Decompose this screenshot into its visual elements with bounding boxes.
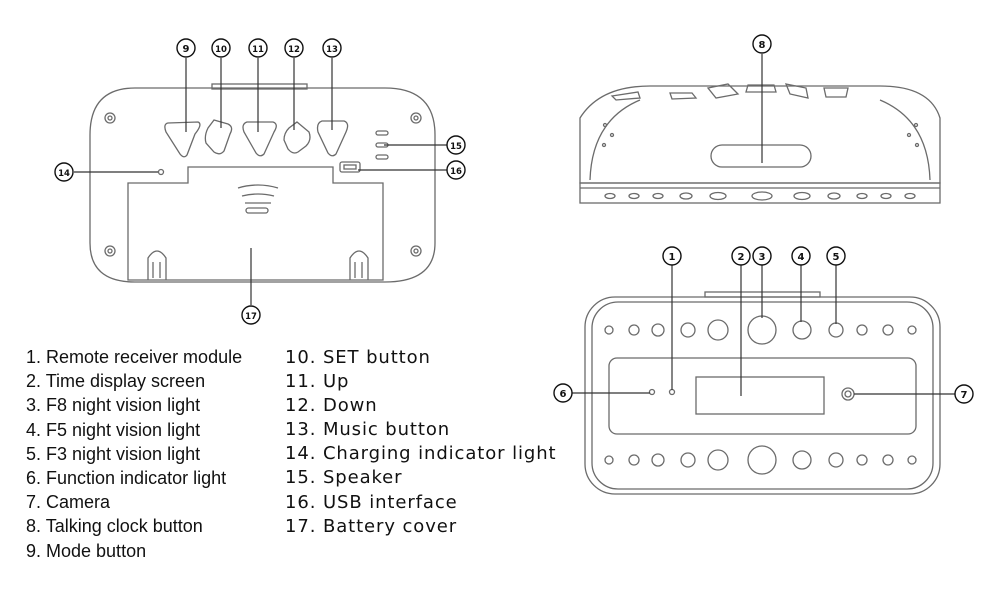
foot-right <box>349 250 369 280</box>
callout-1 <box>662 246 682 266</box>
legend-item: 5. F3 night vision light <box>26 443 201 464</box>
callout-6 <box>553 383 573 403</box>
mode-button-shape <box>164 121 201 158</box>
callout-12 <box>284 38 304 58</box>
bottom-light-row <box>604 445 917 475</box>
callout-10 <box>211 38 231 58</box>
music-button-shape <box>316 120 349 157</box>
band-holes <box>604 191 916 201</box>
callout-label-14: 14 <box>58 169 70 179</box>
legend-item: 7. Camera <box>26 492 111 513</box>
callout-label-12: 12 <box>288 45 300 55</box>
speaker-dots <box>601 122 920 148</box>
display-panel <box>608 357 917 435</box>
callout-label-7: 7 <box>961 390 968 401</box>
top-buttons <box>610 83 849 101</box>
back-view <box>89 83 436 283</box>
callout-label-3: 3 <box>759 252 766 263</box>
legend-item: 14. Charging indicator light <box>285 443 557 465</box>
up-button-shape <box>242 121 277 157</box>
callout-13 <box>322 38 342 58</box>
callout-16 <box>446 160 466 180</box>
top-view-band <box>579 182 941 204</box>
top-view <box>579 83 941 204</box>
camera-shape <box>841 387 855 401</box>
callout-11 <box>248 38 268 58</box>
callout-label-16: 16 <box>450 167 462 177</box>
callout-8 <box>752 34 772 54</box>
foot-left <box>147 250 167 280</box>
function-light-shape <box>648 388 656 396</box>
legend-right: 10. SET button 11. Up 12. Down 13. Music… <box>285 346 556 539</box>
legend-item: 13. Music button <box>285 419 451 441</box>
legend-left: 1. Remote receiver module 2. Time displa… <box>26 345 242 563</box>
callout-label-11: 11 <box>252 45 264 55</box>
callout-2 <box>731 246 751 266</box>
legend-item: 11. Up <box>285 371 350 393</box>
charging-light <box>157 168 165 176</box>
legend-item: 2. Time display screen <box>26 371 206 392</box>
legend-item: 16. USB interface <box>285 491 458 513</box>
leader-lines <box>74 54 955 396</box>
callout-7 <box>954 384 974 404</box>
legend-item: 8. Talking clock button <box>26 516 203 537</box>
legend-item: 1. Remote receiver module <box>26 347 243 367</box>
callout-15 <box>446 135 466 155</box>
legend-item: 6. Function indicator light <box>26 468 227 489</box>
callout-14 <box>54 162 74 182</box>
callout-17 <box>241 305 261 325</box>
legend-item: 15. Speaker <box>285 467 403 489</box>
screw-icon <box>104 112 422 257</box>
top-light-row <box>604 315 917 345</box>
legend-item: 17. Battery cover <box>285 515 458 537</box>
callout-label-8: 8 <box>759 40 766 51</box>
callout-label-17: 17 <box>245 312 257 322</box>
callout-label-9: 9 <box>183 44 190 55</box>
callout-4 <box>791 246 811 266</box>
callout-label-13: 13 <box>326 45 338 55</box>
battery-cover-outline <box>127 166 384 281</box>
down-button-shape <box>283 121 311 154</box>
back-body-outline <box>89 87 436 283</box>
set-button-shape <box>204 119 233 155</box>
callout-label-10: 10 <box>215 45 227 55</box>
callout-label-5: 5 <box>833 252 840 263</box>
callout-label-6: 6 <box>560 389 567 400</box>
callout-5 <box>826 246 846 266</box>
callout-label-2: 2 <box>738 252 745 263</box>
battery-grip <box>237 184 279 214</box>
legend-item: 4. F5 night vision light <box>26 419 201 440</box>
callout-label-15: 15 <box>450 142 462 152</box>
legend-item: 9. Mode button <box>26 540 147 561</box>
top-ridge <box>211 83 308 90</box>
callout-3 <box>752 246 772 266</box>
time-display-screen-shape <box>695 376 825 415</box>
legend-item: 12. Down <box>285 395 378 417</box>
usb-port <box>339 161 361 173</box>
callout-label-4: 4 <box>798 252 805 263</box>
top-body-outline <box>579 85 941 184</box>
callout-9 <box>176 38 196 58</box>
receiver-shape <box>668 388 676 396</box>
talking-clock-button-shape <box>710 144 812 168</box>
callouts <box>54 34 974 404</box>
legend-item: 10. SET button <box>285 347 431 368</box>
legend-item: 3. F8 night vision light <box>26 395 201 416</box>
callout-label-1: 1 <box>669 252 676 263</box>
speaker-slots <box>375 130 389 160</box>
